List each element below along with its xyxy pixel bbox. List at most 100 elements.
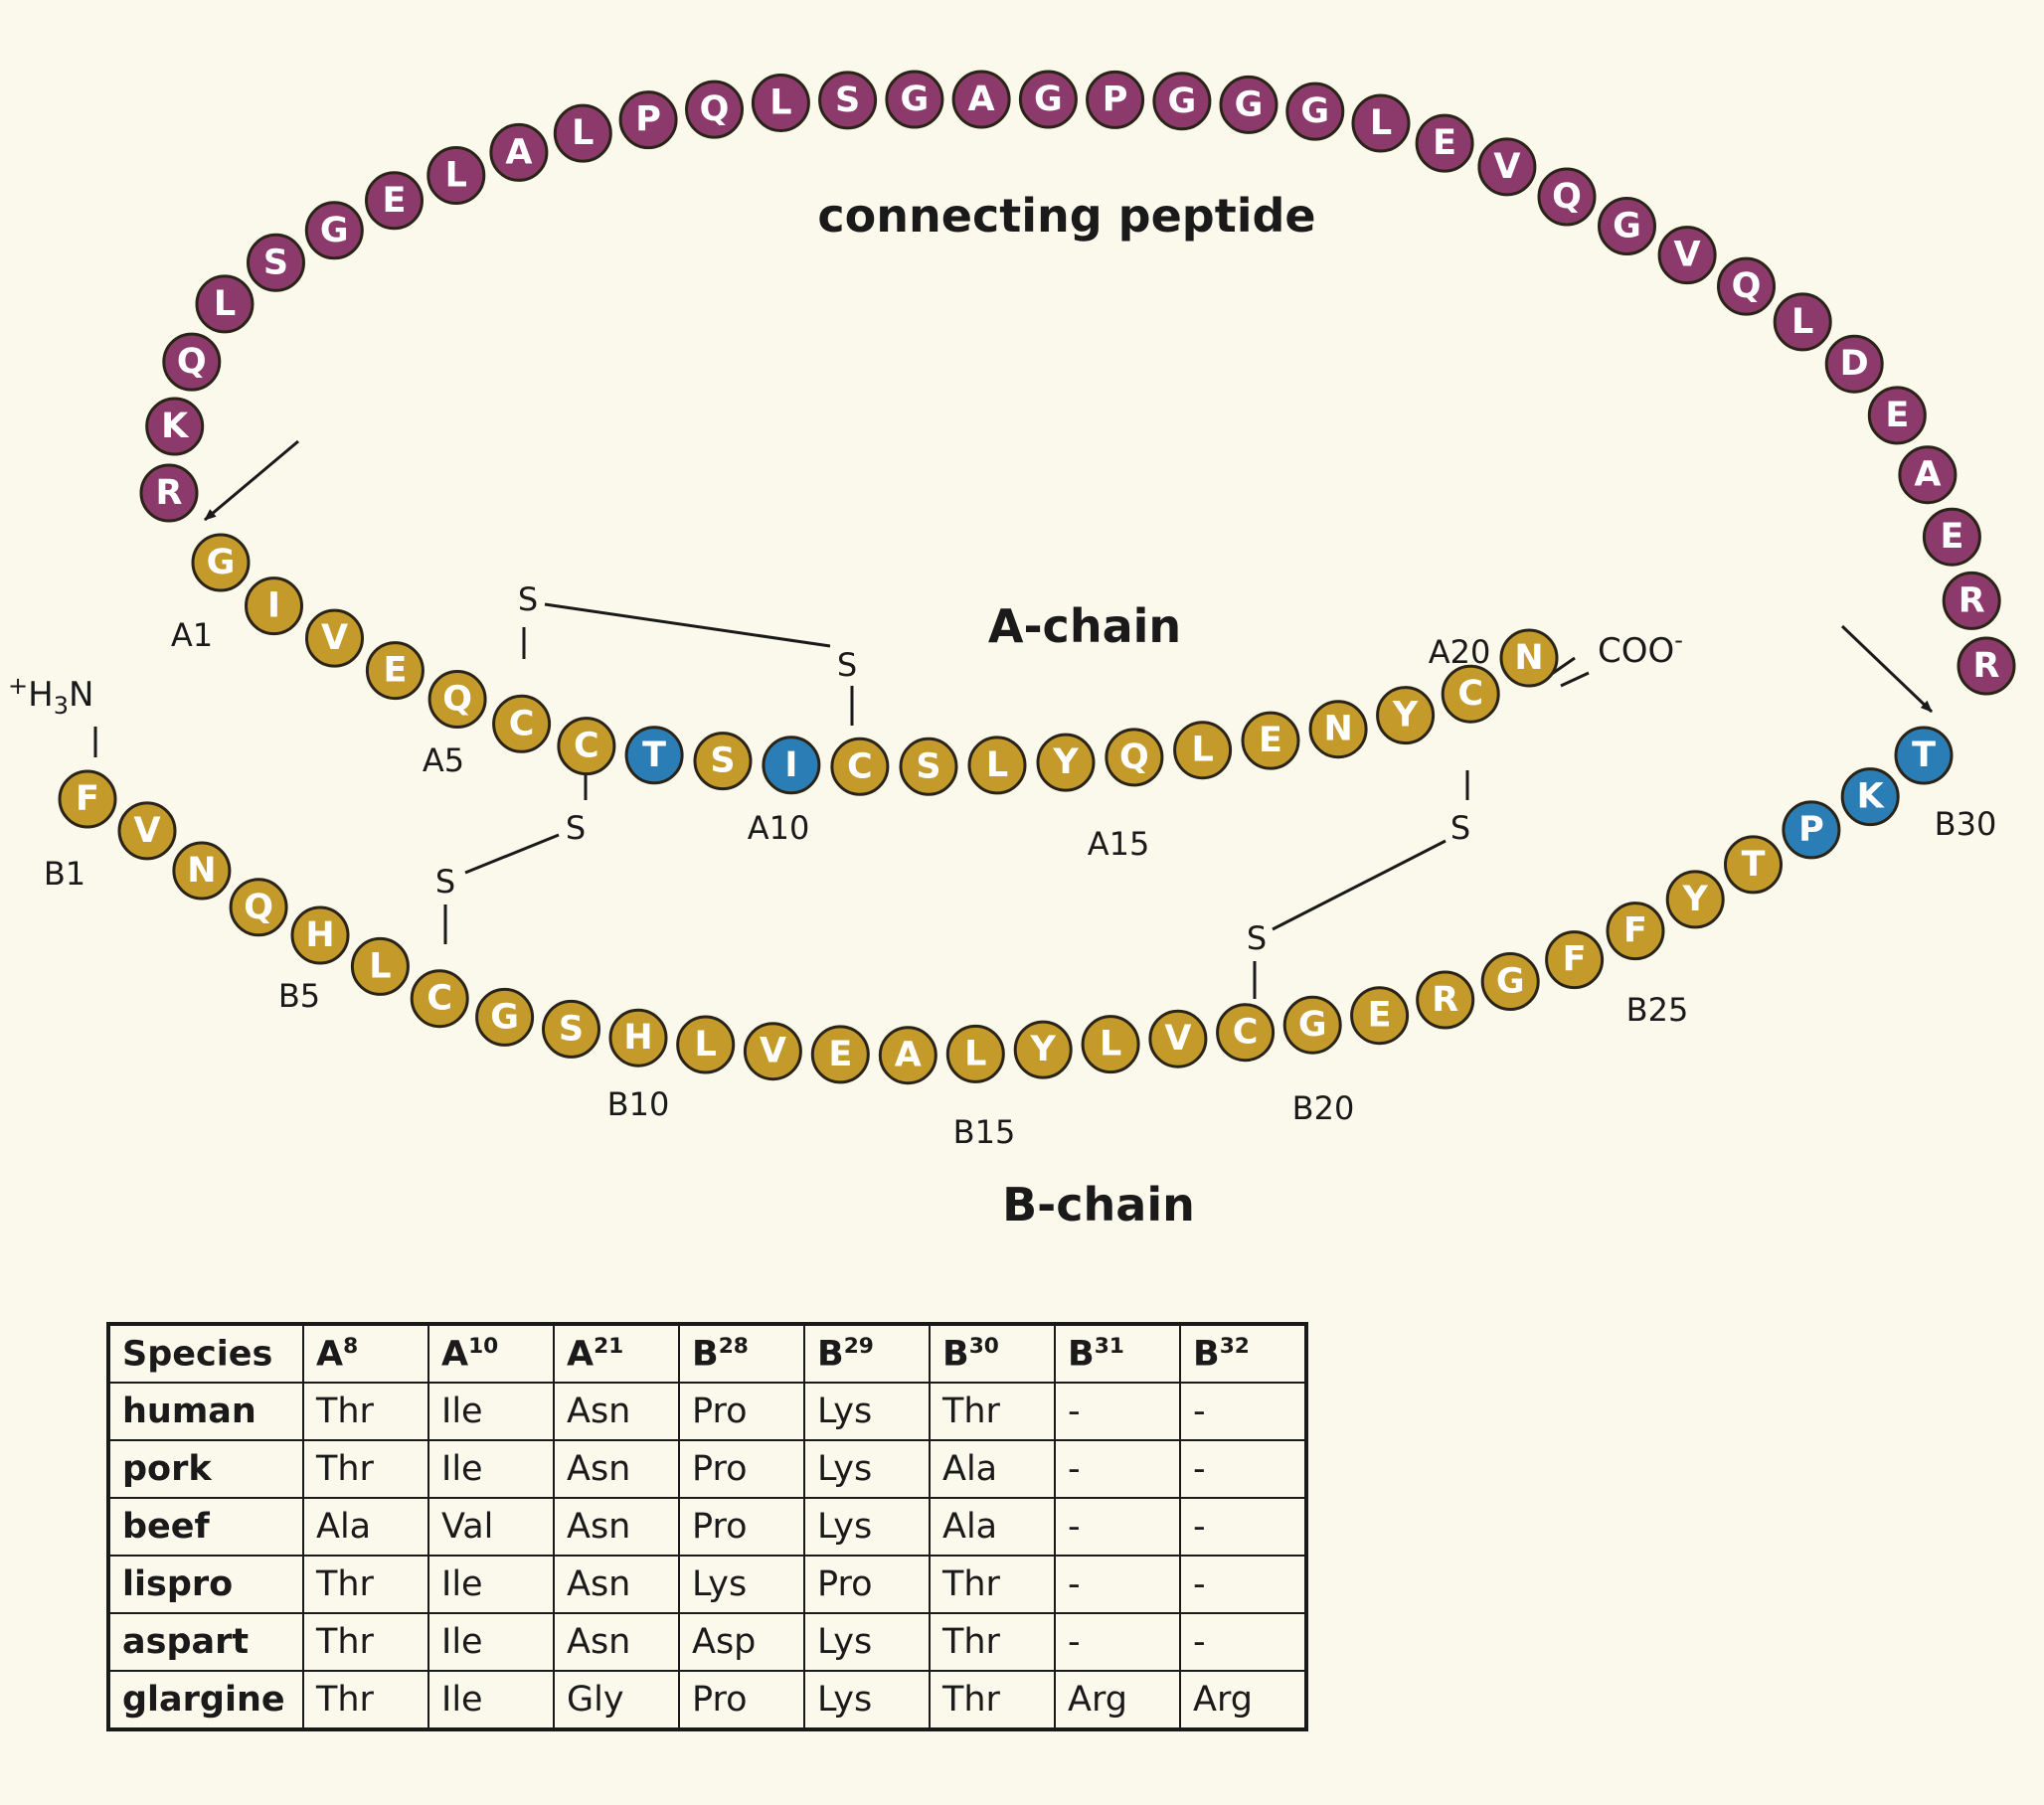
residue-c18: P xyxy=(1086,70,1145,129)
species-name-cell: glargine xyxy=(107,1670,304,1730)
residue-c1: R xyxy=(139,463,199,523)
residue-c29-circle xyxy=(1773,292,1832,352)
residue-a10-circle xyxy=(762,736,821,795)
residue-b17: L xyxy=(1081,1015,1140,1074)
residue-c30-circle xyxy=(1824,334,1884,394)
residue-c35-letter: R xyxy=(1973,646,2000,686)
residue-b21-circle xyxy=(1350,986,1410,1046)
residue-c31: E xyxy=(1867,386,1927,445)
table-cell: Pro xyxy=(678,1670,805,1730)
residue-c30-letter: D xyxy=(1840,344,1869,384)
residue-b15: L xyxy=(945,1024,1005,1083)
residue-c8: L xyxy=(426,146,486,205)
residue-b24: F xyxy=(1545,930,1605,990)
residue-a8-circle xyxy=(624,726,684,785)
residue-b12: V xyxy=(743,1022,802,1081)
table-cell: - xyxy=(1054,1612,1181,1672)
residue-c2-circle xyxy=(145,397,205,456)
residue-c12-letter: Q xyxy=(700,89,730,129)
residue-c28: Q xyxy=(1717,256,1776,316)
table-cell: - xyxy=(1179,1497,1307,1557)
residue-b20-circle xyxy=(1282,995,1342,1055)
residue-c28-circle xyxy=(1717,256,1776,316)
residue-b26: Y xyxy=(1665,870,1725,929)
residue-b21: E xyxy=(1350,986,1410,1046)
residue-c7: E xyxy=(365,171,424,231)
residue-b10-letter: H xyxy=(623,1018,652,1058)
residue-b27-letter: T xyxy=(1742,845,1766,885)
position-label-b15: B15 xyxy=(953,1113,1016,1151)
residue-c20-circle xyxy=(1219,75,1278,134)
table-row: human Thr Ile Asn Pro Lys Thr - - xyxy=(107,1382,1307,1441)
residue-c6-circle xyxy=(304,201,364,260)
residue-b5-letter: H xyxy=(305,915,334,955)
residue-b4: Q xyxy=(229,878,288,937)
residue-a21-letter: N xyxy=(1514,638,1543,678)
residue-a20-letter: C xyxy=(1457,674,1483,714)
residue-a13-letter: L xyxy=(986,745,1008,785)
residue-b23: G xyxy=(1480,952,1540,1011)
residue-a13-circle xyxy=(967,736,1027,795)
residue-a5: Q xyxy=(427,670,487,729)
table-cell: - xyxy=(1179,1612,1307,1672)
residue-b23-letter: G xyxy=(1496,962,1525,1002)
residue-b25-letter: F xyxy=(1623,911,1647,951)
residue-b20-letter: G xyxy=(1298,1005,1327,1045)
residue-b16-letter: Y xyxy=(1030,1030,1057,1069)
residue-b7-circle xyxy=(410,969,469,1029)
residue-a20-circle xyxy=(1441,664,1500,724)
residue-c16-circle xyxy=(951,70,1011,129)
residue-c18-letter: P xyxy=(1103,80,1128,119)
table-header-cell: B28 xyxy=(678,1323,805,1384)
table-cell: Thr xyxy=(929,1555,1056,1614)
residue-c12: Q xyxy=(685,80,744,139)
table-header-cell: A10 xyxy=(427,1323,555,1384)
residue-c25: Q xyxy=(1537,167,1597,227)
residue-b14-letter: A xyxy=(895,1036,922,1075)
position-label-a1: A1 xyxy=(171,616,213,654)
residue-b24-circle xyxy=(1545,930,1605,990)
residue-c21: G xyxy=(1285,82,1345,141)
residue-c20-letter: G xyxy=(1235,84,1264,124)
residue-b6-circle xyxy=(350,936,410,996)
residue-c1-circle xyxy=(139,463,199,523)
residue-c20: G xyxy=(1219,75,1278,134)
residue-a17: E xyxy=(1241,711,1300,770)
residue-c32: A xyxy=(1898,445,1958,505)
residue-b29: K xyxy=(1840,767,1900,827)
table-cell: Lys xyxy=(803,1439,931,1499)
residue-b9-letter: S xyxy=(559,1009,584,1049)
sulfur-atoms: S S S S S S xyxy=(435,580,1470,957)
cleavage-arrow-b30 xyxy=(1840,624,1934,714)
table-cell: Ala xyxy=(302,1497,429,1557)
residue-b2: V xyxy=(117,801,177,861)
residue-a12: S xyxy=(899,737,958,796)
position-label-b5: B5 xyxy=(278,977,320,1015)
species-name-cell: lispro xyxy=(107,1555,304,1614)
table-cell: - xyxy=(1179,1555,1307,1614)
residue-b2-letter: V xyxy=(133,811,160,851)
residue-b18-letter: V xyxy=(1164,1019,1191,1059)
residue-b29-letter: K xyxy=(1857,777,1886,817)
position-label-b20: B20 xyxy=(1292,1089,1355,1127)
position-labels: A1 A5 A10 A15 A20 B1 B5 B10 B15 B20 B25 … xyxy=(44,616,1996,1151)
table-cell: Asn xyxy=(553,1382,680,1441)
residue-b11-circle xyxy=(676,1015,736,1074)
residue-b25-circle xyxy=(1606,902,1665,961)
residue-c13-circle xyxy=(751,74,810,132)
residue-c6-letter: G xyxy=(320,211,349,250)
c-terminus-label: COO- xyxy=(1598,626,1683,671)
residue-b27-circle xyxy=(1724,835,1783,895)
residue-c25-circle xyxy=(1537,167,1597,227)
residue-c14: S xyxy=(818,71,878,130)
connecting-peptide-title: connecting peptide xyxy=(817,189,1315,243)
residue-c23-circle xyxy=(1415,113,1474,173)
residue-b13-circle xyxy=(810,1025,870,1084)
residue-b19-circle xyxy=(1216,1003,1276,1063)
residue-c3-letter: Q xyxy=(177,342,207,382)
residue-c4-letter: L xyxy=(214,284,236,324)
residue-a14-circle xyxy=(1036,733,1096,792)
species-name-cell: human xyxy=(107,1382,304,1441)
table-header-cell: B32 xyxy=(1179,1323,1307,1384)
